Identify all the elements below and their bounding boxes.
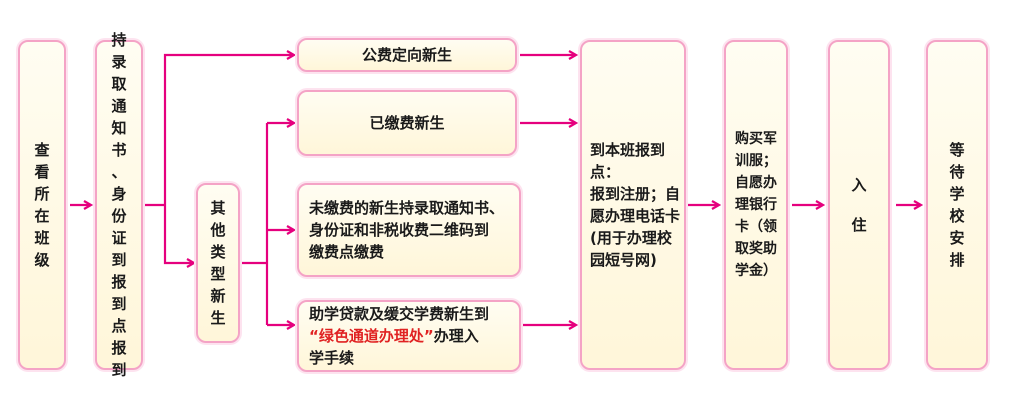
arrow-to-public-funded bbox=[163, 55, 293, 205]
other-types-char: 生 bbox=[210, 309, 226, 327]
bring-docs-char: 到 bbox=[111, 251, 127, 269]
bring-docs-char: 知 bbox=[111, 119, 127, 137]
step-bring-documents-text: 持录取通知书、身份证到报到点报到 bbox=[111, 29, 126, 381]
bank-line-6: 取奖助 bbox=[735, 241, 777, 257]
loan-line-1: 助学贷款及缓交学费新生到 bbox=[309, 305, 490, 323]
check-class-char: 级 bbox=[34, 251, 50, 269]
check-class-char: 在 bbox=[34, 207, 50, 225]
bring-docs-char: 持 bbox=[111, 31, 127, 49]
check-class-char: 查 bbox=[34, 141, 50, 159]
bank-line-4: 理银行 bbox=[735, 197, 777, 213]
bring-docs-char: 到 bbox=[111, 361, 127, 379]
check-class-char: 班 bbox=[34, 229, 50, 247]
branch-loan-text: 助学贷款及缓交学费新生到 “绿色通道办理处”办理入 学手续 bbox=[309, 303, 489, 369]
other-types-char: 类 bbox=[210, 243, 226, 261]
loan-line-2: “绿色通道办理处”办理入 bbox=[309, 325, 489, 347]
other-types-char: 新 bbox=[210, 287, 226, 305]
unpaid-line-3: 缴费点缴费 bbox=[309, 243, 385, 261]
bank-line-3: 自愿办 bbox=[735, 175, 777, 191]
step-uniform-bank-text: 购买军 训服； 自愿办 理银行 卡（领 取奖助 学金） bbox=[735, 128, 777, 282]
branch-paid: 已缴费新生 bbox=[297, 90, 517, 156]
bring-docs-char: 、 bbox=[111, 163, 127, 181]
bring-docs-char: 身 bbox=[111, 185, 127, 203]
loan-line-3: 学手续 bbox=[309, 349, 355, 367]
arrow-to-other-types bbox=[163, 205, 193, 263]
bring-docs-char: 到 bbox=[111, 295, 127, 313]
register-line-4: (用于办理校 bbox=[590, 229, 672, 247]
bank-line-5: 卡（领 bbox=[735, 219, 777, 235]
branch-loan: 助学贷款及缓交学费新生到 “绿色通道办理处”办理入 学手续 bbox=[297, 300, 521, 372]
unpaid-line-2: 身份证和非税收费二维码到 bbox=[309, 221, 490, 239]
check-class-char: 看 bbox=[34, 163, 50, 181]
other-types-char: 其 bbox=[210, 199, 226, 217]
loan-line-2-tail: 办理入 bbox=[433, 327, 479, 345]
branch-unpaid: 未缴费的新生持录取通知书、 身份证和非税收费二维码到 缴费点缴费 bbox=[297, 183, 521, 277]
unpaid-line-1: 未缴费的新生持录取通知书、 bbox=[309, 199, 505, 217]
wait-char: 校 bbox=[949, 207, 965, 225]
bring-docs-char: 报 bbox=[111, 339, 127, 357]
bring-docs-char: 份 bbox=[111, 207, 127, 225]
step-checkin-text: 入住 bbox=[851, 174, 866, 236]
bank-line-7: 学金） bbox=[735, 263, 777, 279]
register-line-5: 园短号网) bbox=[590, 251, 657, 269]
branch-paid-label: 已缴费新生 bbox=[369, 114, 445, 132]
wait-char: 排 bbox=[949, 251, 965, 269]
register-line-2: 报到注册；自 bbox=[590, 185, 681, 203]
step-check-class: 查看所在班级 bbox=[18, 40, 66, 370]
checkin-char: 入 bbox=[851, 176, 867, 194]
branch-unpaid-text: 未缴费的新生持录取通知书、 身份证和非税收费二维码到 缴费点缴费 bbox=[309, 197, 504, 263]
step-register-text: 到本班报到点： 报到注册；自 愿办理电话卡 (用于办理校 园短号网) bbox=[590, 139, 684, 271]
step-check-class-text: 查看所在班级 bbox=[34, 139, 49, 271]
step-wait: 等待学校安排 bbox=[926, 40, 988, 370]
register-line-1: 到本班报到点： bbox=[590, 141, 666, 181]
wait-char: 学 bbox=[949, 185, 965, 203]
bring-docs-char: 报 bbox=[111, 273, 127, 291]
wait-char: 等 bbox=[949, 141, 965, 159]
step-bring-documents: 持录取通知书、身份证到报到点报到 bbox=[95, 31, 143, 379]
step-checkin: 入住 bbox=[828, 40, 890, 370]
wait-char: 安 bbox=[949, 229, 965, 247]
branch-public-funded-label: 公费定向新生 bbox=[361, 46, 452, 64]
bring-docs-char: 证 bbox=[111, 229, 127, 247]
step-uniform-bank: 购买军 训服； 自愿办 理银行 卡（领 取奖助 学金） bbox=[724, 40, 788, 370]
branch-public-funded: 公费定向新生 bbox=[297, 38, 517, 72]
bring-docs-char: 点 bbox=[111, 317, 127, 335]
bring-docs-char: 通 bbox=[111, 97, 127, 115]
bring-docs-char: 录 bbox=[111, 53, 127, 71]
step-other-types: 其他类型新生 bbox=[196, 183, 240, 343]
other-types-char: 他 bbox=[210, 221, 226, 239]
check-class-char: 所 bbox=[34, 185, 50, 203]
green-channel-highlight: “绿色通道办理处” bbox=[309, 327, 434, 345]
checkin-char: 住 bbox=[851, 216, 867, 234]
bank-line-1: 购买军 bbox=[735, 131, 777, 147]
other-types-char: 型 bbox=[210, 265, 226, 283]
bring-docs-char: 取 bbox=[111, 75, 127, 93]
bring-docs-char: 书 bbox=[111, 141, 127, 159]
register-line-3: 愿办理电话卡 bbox=[590, 207, 681, 225]
bank-line-2: 训服； bbox=[735, 153, 777, 169]
step-other-types-text: 其他类型新生 bbox=[210, 197, 225, 329]
wait-char: 待 bbox=[949, 163, 965, 181]
step-wait-text: 等待学校安排 bbox=[949, 139, 964, 271]
step-register: 到本班报到点： 报到注册；自 愿办理电话卡 (用于办理校 园短号网) bbox=[580, 40, 686, 370]
